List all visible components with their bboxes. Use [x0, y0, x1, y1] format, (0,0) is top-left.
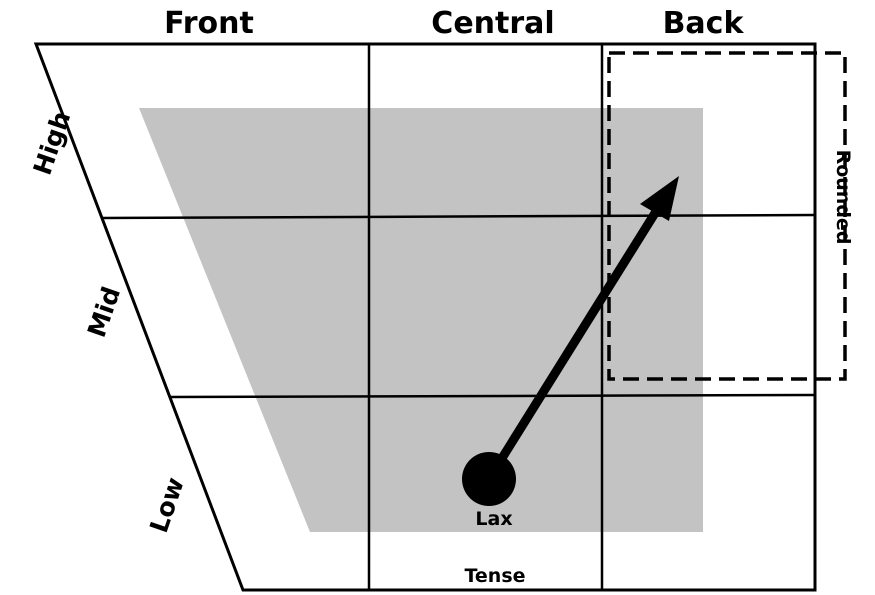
- tensing-arrow-head: [640, 176, 679, 221]
- rounded-label: Rounded: [832, 150, 854, 245]
- row-label-high: High: [28, 107, 77, 178]
- rounded-region: [607, 51, 847, 381]
- mid-low-divider: [169, 393, 816, 399]
- lax-label: Lax: [475, 508, 512, 530]
- column-label-central: Central: [431, 6, 554, 41]
- lax-region: [139, 108, 703, 532]
- row-label-mid: Mid: [82, 283, 126, 341]
- tense-label: Tense: [464, 565, 525, 587]
- column-label-back: Back: [663, 6, 745, 41]
- lax-vowel-point: [462, 452, 516, 506]
- column-label-front: Front: [164, 6, 254, 41]
- row-label-low: Low: [144, 474, 190, 537]
- vowel-space-outline: [33, 42, 817, 592]
- high-mid-divider: [102, 213, 816, 220]
- tensing-arrow-shaft: [485, 194, 669, 482]
